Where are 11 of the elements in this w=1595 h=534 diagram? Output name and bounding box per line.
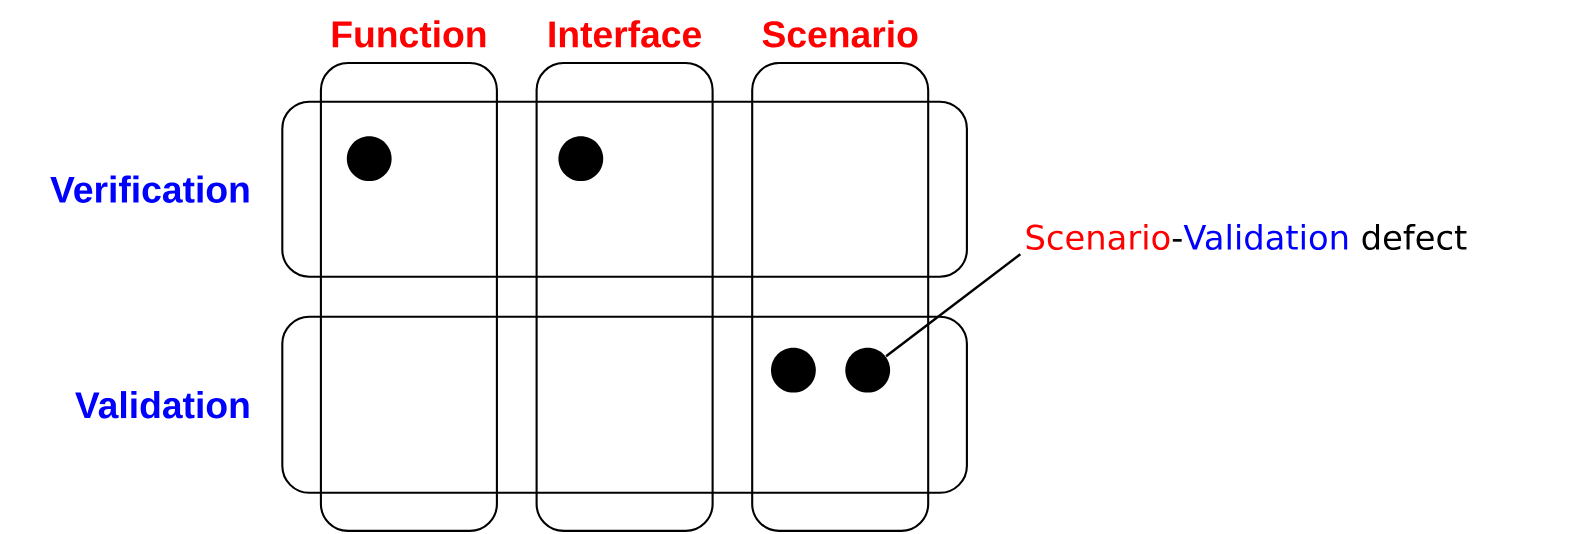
node-label: Validation	[75, 391, 249, 419]
node-label: Verification	[50, 175, 249, 203]
node-label: Interface	[549, 20, 701, 48]
dot	[845, 347, 891, 393]
dot	[771, 347, 816, 393]
dot	[346, 136, 392, 182]
dot	[558, 136, 604, 182]
node-label: Scenario	[762, 20, 918, 48]
callout-text: Scenario-Validation defect	[1026, 223, 1467, 251]
node-label: Function	[332, 20, 486, 48]
leader-line	[885, 253, 1022, 358]
